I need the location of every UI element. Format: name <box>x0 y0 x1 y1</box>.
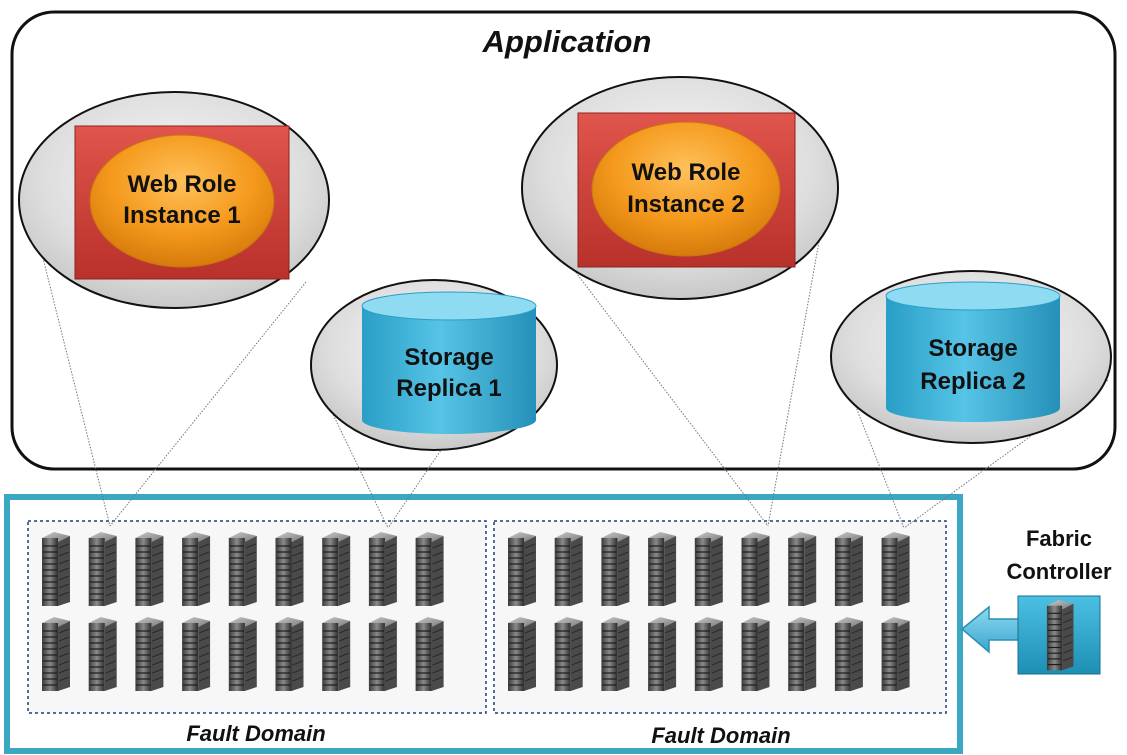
server-rack-icon <box>787 616 817 692</box>
server-rack-icon <box>274 616 305 692</box>
storage-label-line1: Storage <box>928 335 1017 362</box>
web-role-instance-1: Web Role Instance 1 <box>18 91 330 309</box>
server-rack-icon <box>647 531 677 607</box>
storage-replica-1: Storage Replica 1 <box>310 279 558 451</box>
web-role-label-line2: Instance 1 <box>123 202 240 229</box>
server-rack-icon <box>600 616 631 692</box>
server-rack-icon <box>834 616 864 692</box>
server-rack-icon <box>787 531 817 607</box>
server-icon <box>1046 599 1075 671</box>
server-rack-icon <box>134 531 164 607</box>
server-rack-icon <box>368 616 398 692</box>
server-rack-icon <box>274 531 305 607</box>
server-rack-icon <box>88 616 118 692</box>
server-rack-icon <box>647 616 677 692</box>
server-rack-icon <box>600 531 631 607</box>
server-rack-icon <box>694 616 724 692</box>
server-rack-icon <box>880 531 911 607</box>
web-role-oval <box>89 134 275 268</box>
server-rack-icon <box>507 531 537 607</box>
connector-lines <box>39 235 1109 529</box>
arrow-left-icon <box>960 605 1021 654</box>
server-rack-icon <box>415 616 445 692</box>
storage-cylinder <box>362 306 536 434</box>
storage-replica-2: Storage Replica 2 <box>830 270 1112 444</box>
fault-domain-label: Fault Domain <box>186 721 325 746</box>
fault-domain-1: Fault Domain <box>27 520 487 746</box>
server-rack-icon <box>134 616 164 692</box>
server-rack-icon <box>321 616 351 692</box>
web-role-label-line1: Web Role <box>128 171 237 198</box>
server-rack-icon <box>740 616 771 692</box>
fabric-controller: Fabric Controller <box>960 526 1112 675</box>
web-role-label-line1: Web Role <box>632 159 741 186</box>
fabric-controller-label-line1: Fabric <box>1026 526 1092 551</box>
server-rack-icon <box>415 531 445 607</box>
web-role-oval <box>591 121 781 257</box>
storage-cylinder-top <box>361 291 537 321</box>
server-rack-icon <box>181 616 211 692</box>
web-role-instance-2: Web Role Instance 2 <box>521 76 839 300</box>
server-rack-icon <box>88 531 118 607</box>
fabric-controller-label-line2: Controller <box>1006 559 1112 584</box>
server-rack-icon <box>694 531 724 607</box>
server-rack-icon <box>41 531 71 607</box>
server-rack-icon <box>554 531 584 607</box>
application-title: Application <box>482 24 652 59</box>
server-rack-icon <box>181 531 211 607</box>
storage-label-line2: Replica 2 <box>920 368 1025 395</box>
server-rack-icon <box>41 616 71 692</box>
server-rack-icon <box>554 616 584 692</box>
storage-label-line1: Storage <box>404 344 493 371</box>
fault-domain-label: Fault Domain <box>651 723 790 748</box>
storage-cylinder-top <box>885 281 1061 311</box>
server-rack-icon <box>507 616 537 692</box>
server-rack-icon <box>740 531 771 607</box>
storage-label-line2: Replica 1 <box>396 375 501 402</box>
web-role-label-line2: Instance 2 <box>627 191 744 218</box>
server-rack-icon <box>834 531 864 607</box>
storage-cylinder <box>886 296 1060 422</box>
server-rack-icon <box>368 531 398 607</box>
server-rack-icon <box>880 616 911 692</box>
server-rack-icon <box>228 616 258 692</box>
server-rack-icon <box>228 531 258 607</box>
server-rack-icon <box>321 531 351 607</box>
fault-domain-2: Fault Domain <box>493 520 947 748</box>
